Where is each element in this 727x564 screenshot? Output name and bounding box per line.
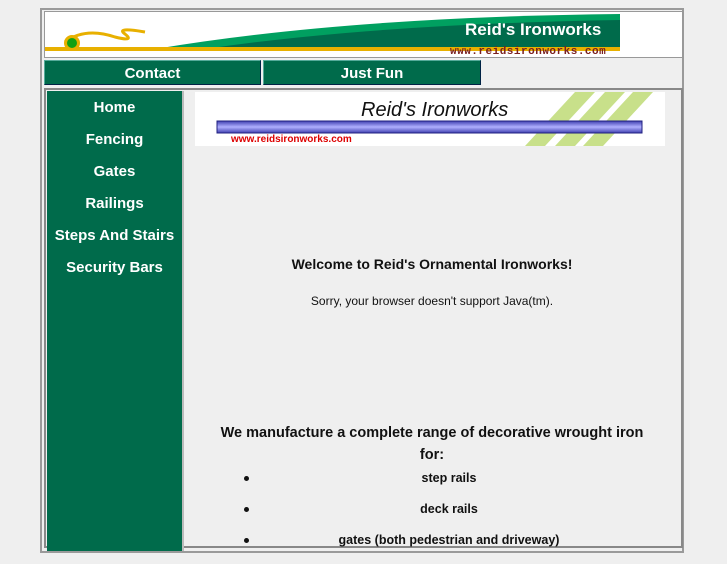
sidebar-item-steps-and-stairs[interactable]: Steps And Stairs bbox=[54, 227, 175, 244]
java-notice: Sorry, your browser doesn't support Java… bbox=[310, 294, 554, 308]
bullet-icon bbox=[244, 538, 249, 543]
sidebar-item-security-bars[interactable]: Security Bars bbox=[66, 259, 163, 276]
intro-text: We manufacture a complete range of decor… bbox=[220, 425, 644, 463]
header-banner: Reid's Ironworks www.reidsironworks.com bbox=[44, 11, 683, 58]
list-item: gates (both pedestrian and driveway) bbox=[244, 533, 644, 564]
inner-banner: Reid's Ironworks www.reidsironworks.com bbox=[195, 92, 665, 146]
welcome-heading: Welcome to Reid's Ornamental Ironworks! bbox=[291, 256, 573, 272]
inner-banner-title: Reid's Ironworks bbox=[361, 99, 509, 121]
list-item: deck rails bbox=[244, 502, 644, 533]
sidebar-item-gates[interactable]: Gates bbox=[93, 163, 136, 180]
content-area: Reid's Ironworks www.reidsironworks.com … bbox=[184, 91, 680, 551]
sidebar-item-fencing[interactable]: Fencing bbox=[85, 131, 144, 148]
banner-logo-graphic bbox=[45, 14, 620, 51]
bullet-icon bbox=[244, 476, 249, 481]
banner-url: www.reidsironworks.com bbox=[450, 46, 607, 58]
banner-title: Reid's Ironworks bbox=[465, 20, 602, 39]
sidebar-item-home[interactable]: Home bbox=[93, 99, 136, 116]
nav-just-fun-button[interactable]: Just Fun bbox=[263, 60, 481, 85]
product-list: step rails deck rails gates (both pedest… bbox=[244, 471, 644, 564]
nav-contact-button[interactable]: Contact bbox=[44, 60, 261, 85]
inner-banner-graphic bbox=[216, 92, 653, 146]
bullet-icon bbox=[244, 507, 249, 512]
sidebar: Home Fencing Gates Railings Steps And St… bbox=[47, 91, 184, 551]
sidebar-item-railings[interactable]: Railings bbox=[85, 195, 144, 212]
list-item: step rails bbox=[244, 471, 644, 502]
inner-banner-url: www.reidsironworks.com bbox=[231, 134, 352, 145]
